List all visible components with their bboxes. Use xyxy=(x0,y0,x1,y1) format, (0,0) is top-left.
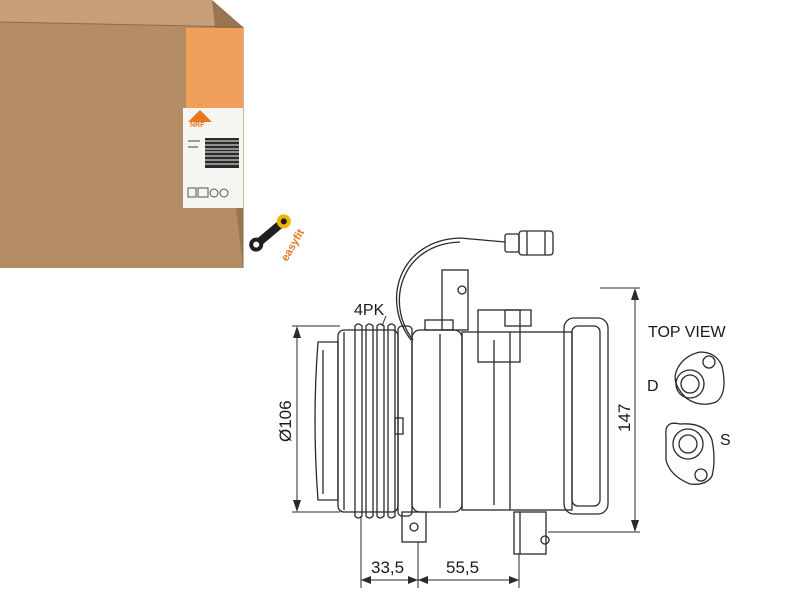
nrf-logo-text: NRF xyxy=(190,122,205,129)
port-suction xyxy=(665,422,715,485)
certification-icons xyxy=(187,187,229,198)
dimension-lines xyxy=(292,287,640,588)
nrf-logo: NRF xyxy=(188,110,212,129)
box-orange-tape xyxy=(186,28,243,108)
height-dimension-label: 147 xyxy=(615,404,634,432)
pulley-diameter-label: Ø106 xyxy=(276,400,295,442)
wire-connector xyxy=(504,230,554,256)
compressor-body xyxy=(461,317,609,515)
port-s-label: S xyxy=(720,432,731,449)
port-discharge xyxy=(674,351,725,405)
barcode xyxy=(205,138,239,168)
wrench-icon xyxy=(249,214,291,252)
top-view-label: TOP VIEW xyxy=(648,324,727,341)
width-front-label: 33,5 xyxy=(371,558,404,577)
easyfit-badge: easyfit xyxy=(249,214,307,264)
box-top-face xyxy=(0,0,243,27)
easyfit-text: easyfit xyxy=(279,227,307,263)
compressor-drawing xyxy=(292,230,725,588)
cardboard-box: NRF xyxy=(0,0,244,268)
wire-harness xyxy=(396,237,506,341)
width-body-label: 55,5 xyxy=(446,558,479,577)
pulley xyxy=(337,323,399,519)
mounting-bracket-bottom xyxy=(401,511,550,555)
mounting-bracket-top xyxy=(441,269,532,363)
front-housing xyxy=(394,319,463,517)
top-view-ports xyxy=(665,351,725,485)
box-front-face xyxy=(0,22,243,268)
belt-type-label: 4PK xyxy=(354,302,385,319)
port-d-label: D xyxy=(647,378,659,395)
clutch-plate xyxy=(314,341,339,501)
